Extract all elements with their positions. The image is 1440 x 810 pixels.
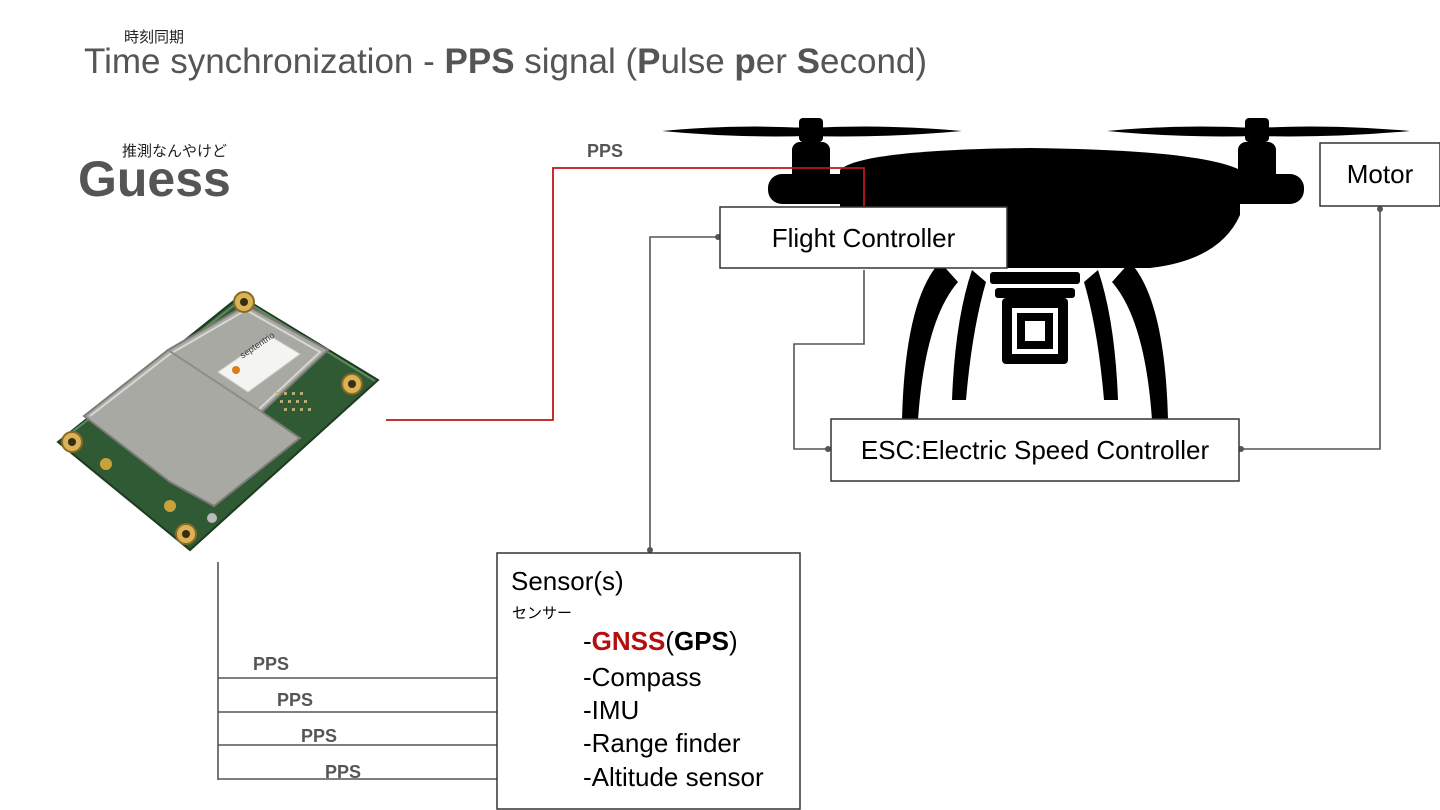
pps-label-main: PPS [587, 141, 624, 161]
sensor-item-range-finder: -Range finder [583, 728, 741, 758]
esc-box [830, 418, 1240, 482]
motor-hub-right [1245, 118, 1269, 142]
motor-label: Motor [1346, 158, 1414, 189]
flight-controller-label: Flight Controller [771, 222, 956, 253]
septentrio-label [217, 335, 301, 393]
drone-silhouette [662, 118, 1410, 420]
pps-label-altitude: PPS [325, 762, 362, 782]
sensor-item-imu: -IMU [583, 695, 640, 725]
esc-label: ESC:Electric Speed Controller [860, 434, 1210, 465]
pps-label-imu: PPS [277, 690, 314, 710]
title-ruby: 時刻同期 [124, 28, 185, 46]
motor-hub-left [799, 118, 823, 142]
pps-label-range-finder: PPS [301, 726, 338, 746]
sensor-box [496, 552, 801, 810]
sensor-item-altitude: -Altitude sensor [583, 762, 764, 792]
wire-fc-to-esc [793, 270, 865, 450]
camera-detail [1012, 308, 1058, 354]
page-title: Time synchronization - PPS signal (Pulse… [84, 42, 928, 81]
sensor-item-compass: -Compass [583, 662, 702, 692]
wire-fc-to-sensor [649, 236, 718, 550]
drone-leg-left [902, 262, 958, 420]
sensor-item-gnss: -GNSS(GPS) [583, 626, 738, 656]
wire-esc-to-motor [1241, 209, 1381, 450]
guess-ruby: 推測なんやけど [122, 142, 228, 160]
drone-leg-right [1112, 262, 1168, 420]
guess-heading: Guess [78, 151, 231, 207]
gnss-module-image [56, 291, 380, 552]
pps-label-compass: PPS [253, 654, 290, 674]
flight-controller-box [719, 206, 1008, 269]
sensor-title: Sensor(s) [511, 566, 624, 596]
motor-box [1319, 142, 1440, 207]
sensor-ruby: センサー [512, 604, 573, 622]
pps-line-red [386, 167, 865, 421]
